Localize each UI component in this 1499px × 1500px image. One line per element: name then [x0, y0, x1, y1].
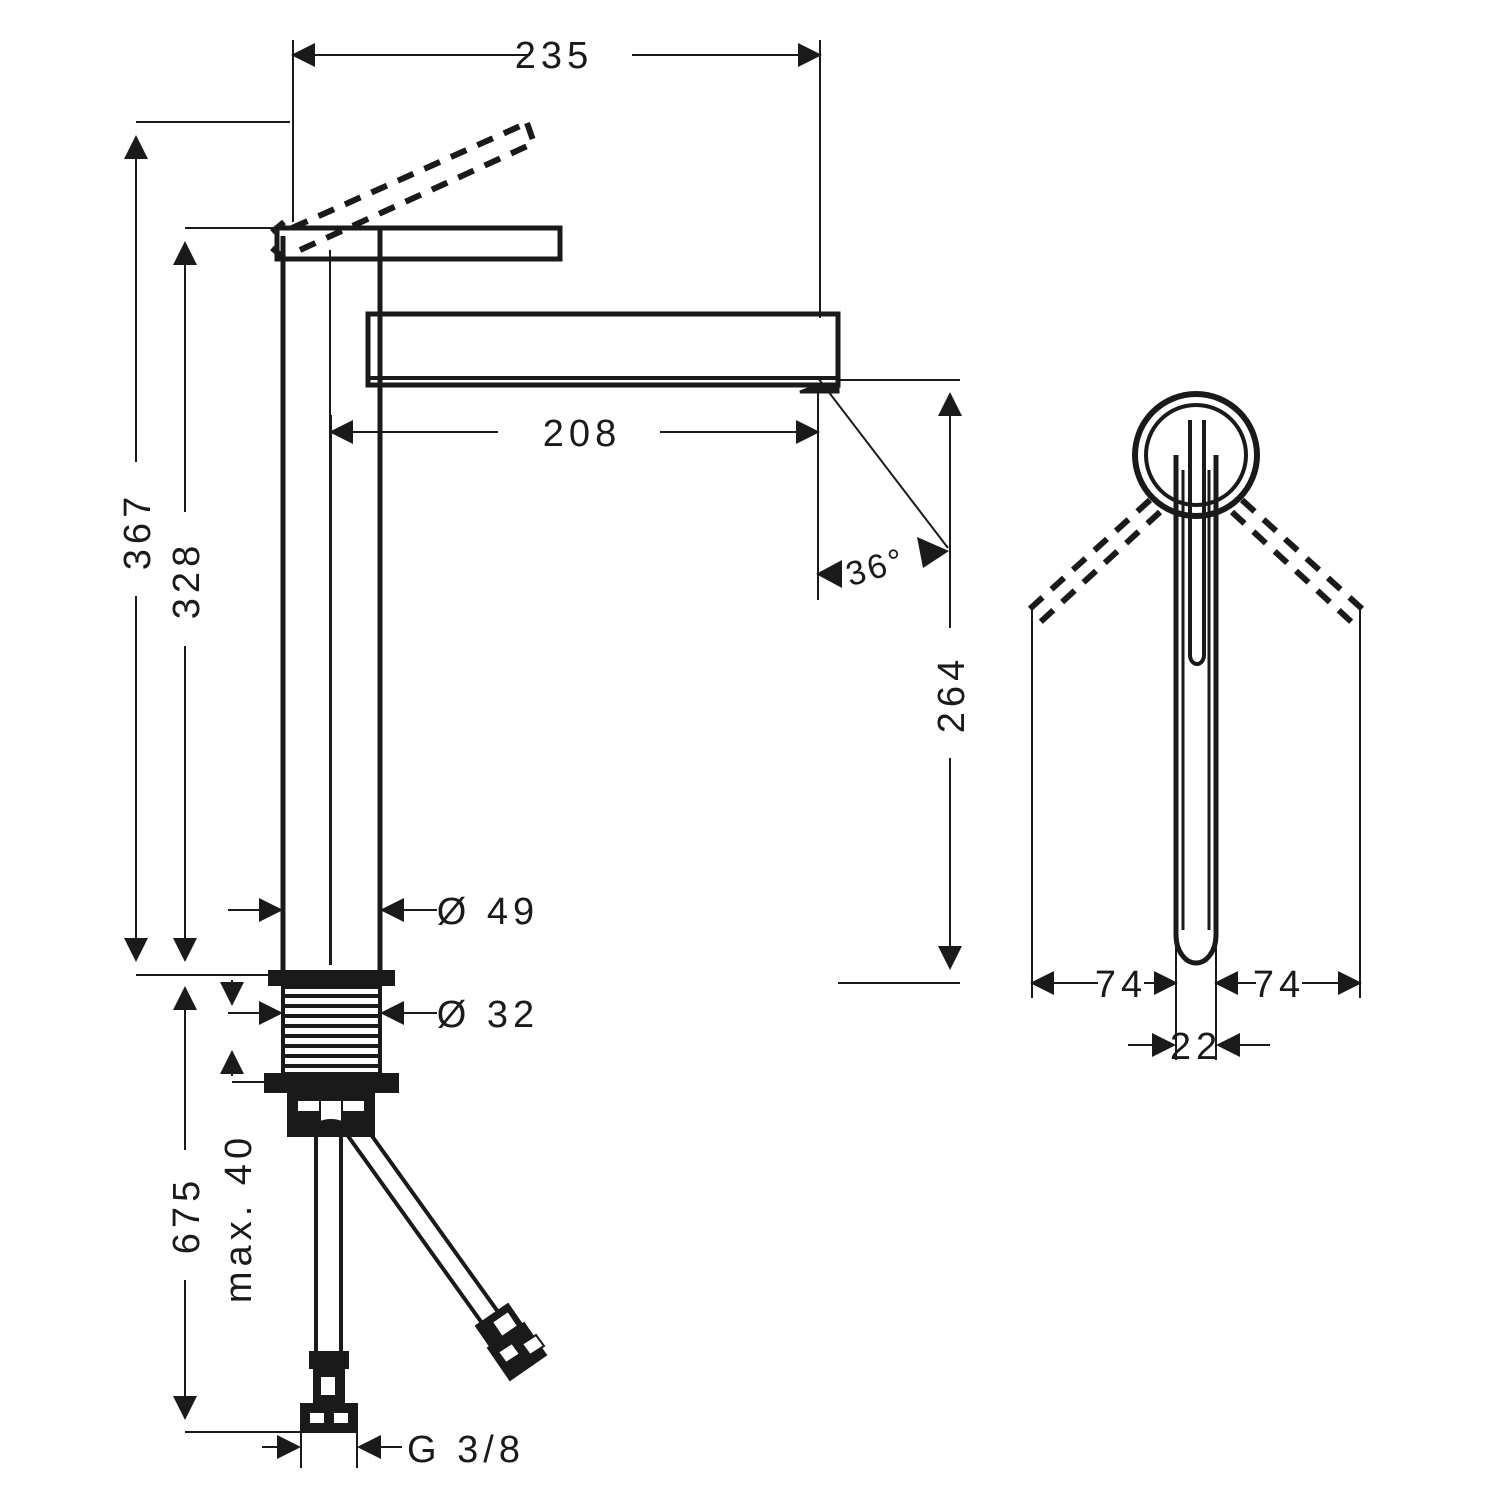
dim-235: [291, 40, 822, 318]
label-lever-angle: 36°: [842, 541, 911, 594]
lever-swivel-dashed: [1019, 497, 1373, 631]
base-collar: [268, 970, 395, 986]
label-max-thickness: max. 40: [218, 1133, 260, 1303]
label-hose-length: 675: [166, 1176, 208, 1254]
label-overall-height: 367: [117, 492, 159, 570]
hose-right: [346, 1134, 513, 1332]
dim-diameter-32: [228, 1000, 437, 1070]
label-swivel-right: 74: [1253, 964, 1305, 1006]
label-lever-width: 22: [1170, 1026, 1222, 1068]
mounting-nut: [264, 1073, 399, 1137]
label-body-diameter: Ø 49: [437, 891, 539, 933]
hose-left: [314, 1136, 343, 1352]
hose-connector-left: [300, 1351, 358, 1433]
label-connection-thread: G 3/8: [407, 1429, 525, 1471]
dim-675: [173, 974, 300, 1433]
top-view-body: [1019, 391, 1373, 966]
dim-208: [329, 390, 820, 965]
front-view-body: [264, 120, 841, 1433]
front-view-dimensions: [124, 40, 962, 1468]
dim-367: [124, 121, 290, 976]
label-swivel-left: 74: [1095, 964, 1147, 1006]
lever-handle-raised-dashed: [290, 120, 537, 253]
label-spout-reach: 208: [543, 413, 621, 455]
dim-max-40: [220, 974, 284, 1083]
dim-diameter-49: [228, 895, 437, 968]
label-overall-width: 235: [515, 35, 593, 77]
dimension-labels: 235 208 367 328 264 36° Ø 49 Ø 32 max. 4…: [117, 35, 1305, 1471]
dim-36-degrees: [816, 377, 949, 588]
label-spout-height: 264: [931, 655, 973, 733]
label-thread-diameter: Ø 32: [437, 994, 539, 1036]
lever-handle: [274, 225, 563, 262]
label-height-to-lever: 328: [166, 541, 208, 619]
spout-arm: [365, 311, 841, 388]
hose-connector-right: [474, 1302, 548, 1382]
top-view-dimensions: [1030, 608, 1362, 1060]
dim-264: [838, 379, 962, 984]
dim-g38: [262, 1420, 402, 1468]
threaded-shank: [281, 985, 382, 1076]
